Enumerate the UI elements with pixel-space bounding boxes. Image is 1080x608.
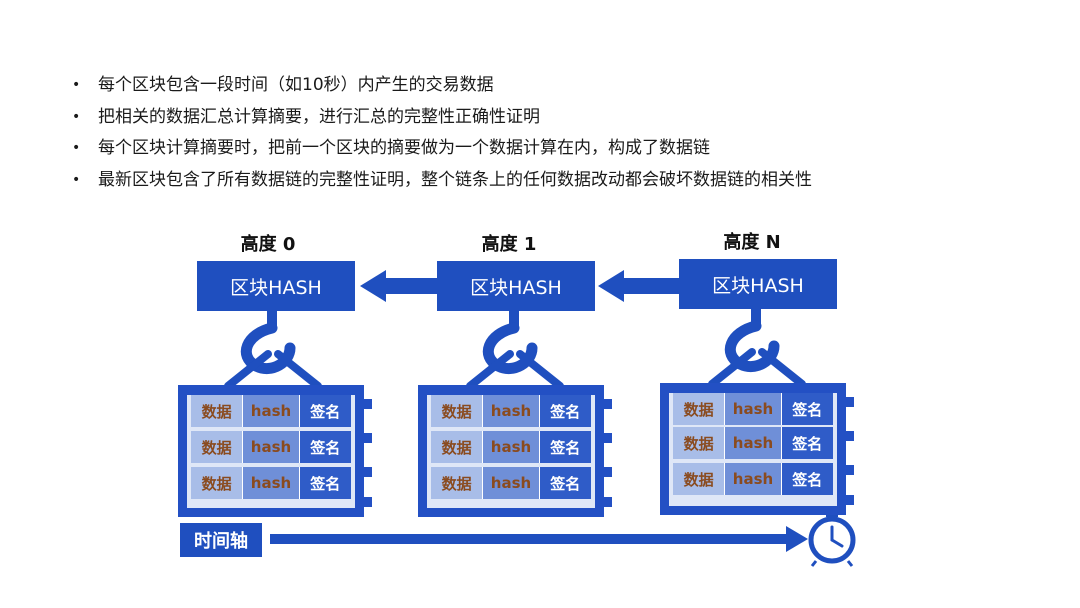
block-data-container: 数据 hash 签名 数据 hash 签名 数据 hash 签名 (660, 383, 854, 515)
transaction-row: 数据 hash 签名 (673, 463, 833, 495)
bullet-list: • 每个区块包含一段时间（如10秒）内产生的交易数据 • 把相关的数据汇总计算摘要，… (72, 70, 812, 196)
transaction-row: 数据 hash 签名 (431, 395, 591, 427)
transaction-row: 数据 hash 签名 (431, 431, 591, 463)
hash-cell: hash (243, 467, 300, 499)
bullet-item: • 每个区块包含一段时间（如10秒）内产生的交易数据 (72, 70, 812, 102)
signature-cell: 签名 (539, 395, 591, 427)
bullet-text: 每个区块包含一段时间（如10秒）内产生的交易数据 (98, 75, 494, 95)
transaction-row: 数据 hash 签名 (191, 431, 351, 463)
crane-hook-icon (466, 305, 564, 390)
data-cell: 数据 (431, 431, 484, 463)
block-tab (364, 433, 372, 443)
signature-cell: 签名 (299, 395, 351, 427)
hash-cell: hash (243, 395, 300, 427)
bullet-text: 把相关的数据汇总计算摘要，进行汇总的完整性正确性证明 (98, 106, 540, 127)
bullet-text: 最新区块包含了所有数据链的完整性证明，整个链条上的任何数据改动都会破坏数据链的相… (98, 169, 812, 190)
block-tab (364, 399, 372, 409)
signature-cell: 签名 (781, 393, 833, 425)
transaction-row: 数据 hash 签名 (191, 467, 351, 499)
data-cell: 数据 (191, 467, 244, 499)
block-tab (846, 431, 854, 441)
transaction-row: 数据 hash 签名 (673, 393, 833, 425)
chain-arrow-1-to-0 (360, 270, 438, 302)
bullet-item: • 最新区块包含了所有数据链的完整性证明，整个链条上的任何数据改动都会破坏数据链的… (72, 165, 812, 197)
data-cell: 数据 (673, 393, 726, 425)
block-tab (846, 495, 854, 505)
crane-hook-icon (224, 305, 322, 390)
clock-icon (808, 512, 856, 567)
signature-cell: 签名 (299, 467, 351, 499)
block-hash-box: 区块HASH (197, 261, 355, 311)
block-tab (364, 467, 372, 477)
data-cell: 数据 (191, 431, 244, 463)
block-height-label: 高度 N (723, 232, 781, 253)
block-height-label: 高度 1 (481, 234, 537, 255)
block-tab (604, 399, 612, 409)
hash-cell: hash (483, 431, 540, 463)
transaction-row: 数据 hash 签名 (191, 395, 351, 427)
timeline-arrow (270, 526, 808, 552)
data-cell: 数据 (673, 463, 726, 495)
block-tab (846, 397, 854, 407)
data-cell: 数据 (191, 395, 244, 427)
bullet-dot: • (72, 171, 81, 188)
hash-cell: hash (483, 395, 540, 427)
block-tab (846, 465, 854, 475)
hash-cell: hash (725, 393, 782, 425)
hash-cell: hash (725, 427, 782, 459)
signature-cell: 签名 (539, 467, 591, 499)
bullet-dot: • (72, 77, 81, 93)
block-tab (604, 467, 612, 477)
bullet-dot: • (72, 140, 81, 156)
data-cell: 数据 (431, 467, 484, 499)
signature-cell: 签名 (539, 431, 591, 463)
block-hash-box: 区块HASH (679, 259, 837, 309)
transaction-row: 数据 hash 签名 (431, 467, 591, 499)
block-tab (604, 433, 612, 443)
bullet-item: • 每个区块计算摘要时，把前一个区块的摘要做为一个数据计算在内，构成了数据链 (72, 133, 812, 165)
hash-cell: hash (243, 431, 300, 463)
crane-hook-icon (708, 303, 806, 388)
block-tab (364, 497, 372, 507)
data-cell: 数据 (431, 395, 484, 427)
bullet-text: 每个区块计算摘要时，把前一个区块的摘要做为一个数据计算在内，构成了数据链 (98, 138, 710, 158)
block-data-container: 数据 hash 签名 数据 hash 签名 数据 hash 签名 (418, 385, 612, 517)
bullet-dot: • (72, 108, 81, 125)
bullet-item: • 把相关的数据汇总计算摘要，进行汇总的完整性正确性证明 (72, 102, 812, 134)
data-cell: 数据 (673, 427, 726, 459)
signature-cell: 签名 (781, 427, 833, 459)
transaction-row: 数据 hash 签名 (673, 427, 833, 459)
block-data-container: 数据 hash 签名 数据 hash 签名 数据 hash 签名 (178, 385, 372, 517)
hash-cell: hash (725, 463, 782, 495)
block-hash-box: 区块HASH (437, 261, 595, 311)
chain-arrow-n-to-1 (598, 270, 680, 302)
signature-cell: 签名 (781, 463, 833, 495)
block-tab (604, 497, 612, 507)
signature-cell: 签名 (299, 431, 351, 463)
timeline-label: 时间轴 (180, 523, 262, 557)
hash-cell: hash (483, 467, 540, 499)
block-height-label: 高度 0 (240, 234, 296, 255)
